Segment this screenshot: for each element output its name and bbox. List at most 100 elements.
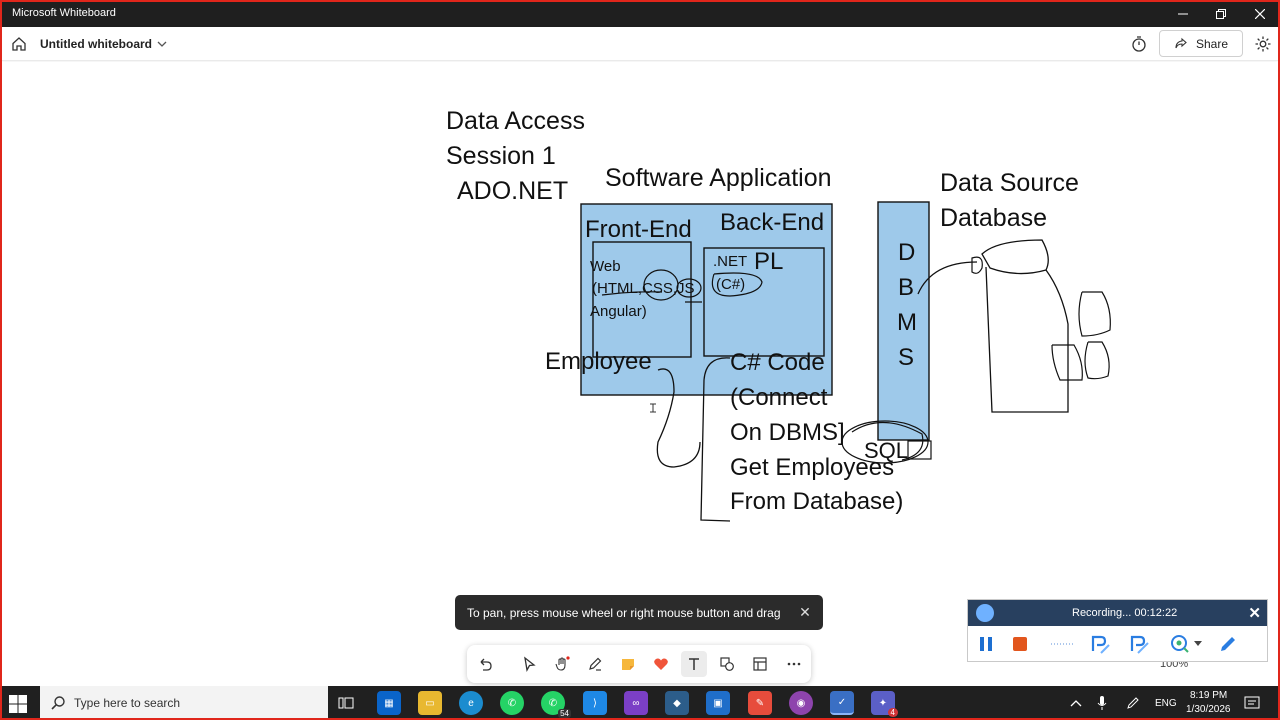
pointer-icon — [524, 656, 536, 672]
annotate-button[interactable] — [1216, 632, 1240, 656]
taskbar-app-purple[interactable]: ◉ — [789, 691, 813, 715]
pen-workspace-icon[interactable] — [1126, 696, 1140, 710]
employee-label[interactable]: Employee — [545, 348, 652, 375]
taskbar-app-blue[interactable]: ◆ — [665, 691, 689, 715]
pause-button[interactable] — [974, 632, 998, 656]
camera-icon — [976, 604, 994, 622]
taskbar-vscode[interactable]: ⟩ — [583, 691, 607, 715]
window-title: Microsoft Whiteboard — [12, 7, 116, 19]
csharp-code-line-1[interactable]: C# Code — [730, 349, 825, 376]
pen-icon — [589, 657, 602, 671]
taskbar-teams[interactable]: ✦ 4 — [871, 691, 898, 717]
taskbar-whiteboard[interactable]: ✓ — [830, 691, 854, 715]
share-label: Share — [1195, 36, 1229, 51]
recorder-close-button[interactable]: ✕ — [1248, 605, 1261, 622]
board-title-line-2[interactable]: Session 1 — [446, 142, 556, 170]
whiteboard-title[interactable]: Untitled whiteboard — [40, 37, 152, 51]
web-label-line-2[interactable]: (HTML,CSS,JS — [592, 280, 695, 297]
pointer-draw-button[interactable] — [1127, 632, 1151, 656]
gear-icon[interactable] — [1254, 35, 1272, 53]
backend-box — [703, 247, 825, 357]
data-source-line-2[interactable]: Database — [940, 204, 1048, 232]
clock-time[interactable]: 8:19 PM — [1190, 690, 1228, 701]
whiteboard-canvas[interactable]: Data Access Session 1 ADO.NET Software A… — [2, 62, 1278, 686]
dbms-letter-d[interactable]: D — [898, 239, 916, 266]
microphone-icon[interactable] — [1097, 696, 1107, 710]
minimize-button[interactable] — [1164, 0, 1202, 27]
csharp-code-line-4[interactable]: Get Employees — [730, 454, 895, 481]
web-label-line-1[interactable]: Web — [590, 258, 621, 275]
webcam-icon — [1171, 635, 1189, 653]
teams-icon: ✦ — [878, 697, 888, 709]
csharp-code-line-3[interactable]: On DBMS] — [730, 419, 845, 446]
pause-icon — [980, 637, 992, 651]
backend-label[interactable]: Back-End — [720, 209, 825, 236]
dbms-letter-m[interactable]: M — [897, 309, 917, 336]
sticky-note-button[interactable] — [615, 651, 641, 677]
pl-label[interactable]: PL — [754, 248, 784, 275]
title-bar: Microsoft Whiteboard — [0, 0, 1280, 27]
clock-date[interactable]: 1/30/2026 — [1186, 704, 1231, 715]
csharp-label[interactable]: (C#) — [716, 276, 746, 293]
home-button[interactable] — [8, 33, 30, 55]
taskbar-file-explorer[interactable]: ▭ — [418, 691, 442, 715]
pen-tool-button[interactable] — [582, 651, 608, 677]
more-icon — [787, 662, 801, 666]
chevron-up-icon[interactable] — [1070, 698, 1082, 708]
select-tool-button[interactable] — [516, 651, 542, 677]
text-tool-button[interactable] — [681, 651, 707, 677]
pan-tool-button[interactable] — [549, 651, 575, 677]
undo-button[interactable] — [472, 651, 498, 677]
windows-start-icon[interactable] — [8, 694, 28, 714]
close-icon — [1255, 8, 1265, 19]
dbms-box — [877, 201, 930, 441]
pen-draw-icon — [1130, 635, 1149, 654]
dbms-letter-b[interactable]: B — [898, 274, 915, 301]
taskbar-edge[interactable]: e — [459, 691, 483, 715]
reactions-button[interactable] — [648, 651, 674, 677]
webcam-button[interactable] — [1168, 632, 1192, 656]
csharp-code-line-5[interactable]: From Database) — [730, 488, 904, 515]
software-application-label[interactable]: Software Application — [605, 164, 832, 192]
close-window-button[interactable] — [1241, 0, 1279, 27]
chevron-down-icon[interactable] — [156, 38, 168, 50]
more-options-button[interactable] — [781, 651, 807, 677]
share-button[interactable]: Share — [1159, 30, 1243, 57]
csharp-code-line-2[interactable]: (Connect — [730, 384, 828, 411]
taskbar-office[interactable]: ▣ — [706, 691, 730, 715]
language-indicator[interactable]: ENG — [1155, 698, 1177, 709]
webcam-dropdown[interactable] — [1192, 632, 1204, 656]
timer-icon[interactable] — [1130, 35, 1148, 53]
task-view-button[interactable] — [334, 691, 358, 715]
web-label-line-3[interactable]: Angular) — [590, 303, 647, 320]
search-icon — [51, 696, 65, 710]
restore-button[interactable] — [1202, 0, 1240, 27]
edge-icon: e — [468, 697, 474, 709]
toast-close-button[interactable]: ✕ — [799, 603, 811, 620]
restore-icon — [1216, 8, 1226, 19]
templates-button[interactable] — [747, 651, 773, 677]
board-title-line-3[interactable]: ADO.NET — [457, 177, 569, 205]
sql-label[interactable]: SQL — [864, 438, 909, 463]
visual-studio-icon: ∞ — [632, 697, 640, 709]
taskbar-whatsapp-business[interactable]: ✆ 54 — [541, 691, 571, 718]
whatsapp-icon: ✆ — [507, 697, 517, 709]
taskbar-whatsapp[interactable]: ✆ — [500, 691, 524, 715]
pointer-highlight-button[interactable] — [1088, 632, 1112, 656]
shapes-button[interactable] — [714, 651, 740, 677]
app-icon: ◆ — [673, 697, 681, 709]
vscode-icon: ⟩ — [593, 697, 597, 709]
taskbar-visual-studio[interactable]: ∞ — [624, 691, 648, 715]
stop-button[interactable] — [1008, 632, 1032, 656]
taskbar-pdf[interactable]: ✎ — [748, 691, 772, 715]
taskbar-search[interactable]: Type here to search — [40, 686, 328, 720]
taskbar-microsoft-store[interactable]: ▦ — [377, 691, 401, 715]
frontend-label[interactable]: Front-End — [585, 216, 692, 243]
notification-icon[interactable] — [1244, 696, 1260, 710]
board-title-line-1[interactable]: Data Access — [446, 107, 585, 135]
dotnet-label[interactable]: .NET — [713, 253, 748, 270]
stop-icon — [1013, 637, 1027, 651]
data-source-line-1[interactable]: Data Source — [940, 169, 1079, 197]
sticky-note-icon — [622, 659, 634, 670]
dbms-letter-s[interactable]: S — [898, 344, 915, 371]
